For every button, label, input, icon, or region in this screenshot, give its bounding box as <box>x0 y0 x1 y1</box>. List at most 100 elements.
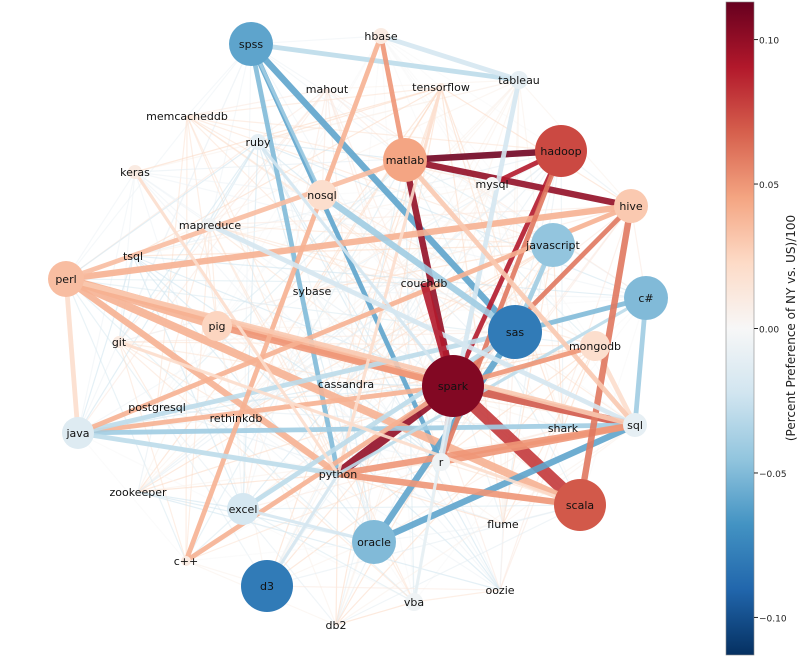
edge-faint <box>242 504 581 510</box>
edge-faint <box>499 523 504 591</box>
node-perl[interactable]: perl <box>48 261 84 297</box>
edge-faint <box>118 341 158 408</box>
node-hbase[interactable]: hbase <box>364 28 398 44</box>
node-circle <box>62 417 94 449</box>
node-mongodb[interactable]: mongodb <box>569 331 621 361</box>
node-oozie[interactable]: oozie <box>485 584 514 597</box>
node-label: shark <box>548 422 579 435</box>
edge-java-python <box>77 430 339 477</box>
node-rethinkdb[interactable]: rethinkdb <box>210 412 263 425</box>
node-circle <box>250 134 266 150</box>
edge-faint <box>118 341 339 475</box>
node-circle <box>554 479 606 531</box>
edge-faint <box>235 183 493 419</box>
node-c#[interactable]: c# <box>624 276 668 320</box>
node-c++[interactable]: c++ <box>174 555 198 568</box>
node-tensorflow[interactable]: tensorflow <box>412 81 470 94</box>
edge-faint <box>321 88 328 196</box>
node-circle <box>485 177 499 191</box>
edge-faint <box>380 35 442 88</box>
edge-faint <box>185 541 375 562</box>
node-keras[interactable]: keras <box>120 165 150 179</box>
colorbar-ticks: 0.100.050.00−0.05−0.10 <box>754 37 787 624</box>
node-cassandra[interactable]: cassandra <box>318 378 374 391</box>
node-label: pig <box>208 320 225 333</box>
node-label: matlab <box>386 154 425 167</box>
node-python[interactable]: python <box>319 468 358 481</box>
edge-perl-scala <box>64 275 582 509</box>
node-mapreduce[interactable]: mapreduce <box>179 218 241 232</box>
node-mysql[interactable]: mysql <box>476 177 509 191</box>
node-matlab[interactable]: matlab <box>383 138 427 182</box>
edge-faint <box>134 171 323 196</box>
node-label: hadoop <box>540 145 581 158</box>
edge-oracle-excel <box>242 507 375 544</box>
edge-python-scala <box>337 470 581 509</box>
node-nosql[interactable]: nosql <box>307 180 337 210</box>
node-oracle[interactable]: oracle <box>352 520 396 564</box>
node-scala[interactable]: scala <box>554 479 606 531</box>
node-hadoop[interactable]: hadoop <box>535 125 587 177</box>
node-shark[interactable]: shark <box>548 422 579 435</box>
edge-faint <box>413 589 501 603</box>
node-circle <box>128 165 142 179</box>
edge-faint <box>560 150 564 429</box>
edge-faint <box>65 278 158 408</box>
edge-faint <box>335 345 596 626</box>
colorbar-label: (Percent Preference of NY vs. US)/100 <box>784 215 798 441</box>
node-circle <box>241 560 293 612</box>
node-postgresql[interactable]: postgresql <box>128 401 186 414</box>
node-excel[interactable]: excel <box>227 493 259 525</box>
node-label: perl <box>55 273 76 286</box>
node-db2[interactable]: db2 <box>326 619 347 632</box>
node-javascript[interactable]: javascript <box>525 223 581 267</box>
node-spss[interactable]: spss <box>229 22 273 66</box>
edge-faint <box>185 115 188 562</box>
node-pig[interactable]: pig <box>202 311 232 341</box>
node-circle <box>307 180 337 210</box>
node-vba[interactable]: vba <box>404 593 424 611</box>
node-mahout[interactable]: mahout <box>306 83 349 96</box>
node-tsql[interactable]: tsql <box>123 250 143 263</box>
edge-faint <box>335 601 415 626</box>
node-tableau[interactable]: tableau <box>498 71 540 89</box>
edge-matlab-hadoop <box>404 147 562 164</box>
node-sql[interactable]: sql <box>623 413 647 437</box>
node-label: ruby <box>246 136 271 149</box>
node-ruby[interactable]: ruby <box>246 134 271 150</box>
edge-faint <box>502 424 636 525</box>
node-label: sybase <box>293 285 332 298</box>
edge-spark-java <box>77 383 454 436</box>
node-d3[interactable]: d3 <box>241 560 293 612</box>
edge-c++-nosql <box>183 194 325 562</box>
node-git[interactable]: git <box>112 336 127 349</box>
node-label: r <box>439 456 444 469</box>
node-sybase[interactable]: sybase <box>293 285 332 298</box>
node-circle <box>405 593 423 611</box>
node-label: flume <box>487 518 519 531</box>
node-label: couchdb <box>401 277 448 290</box>
node-memcacheddb[interactable]: memcacheddb <box>146 110 228 123</box>
edge-faint <box>216 35 382 327</box>
edge-faint <box>242 43 252 510</box>
node-couchdb[interactable]: couchdb <box>401 277 448 290</box>
edge-faint <box>137 244 554 493</box>
node-flume[interactable]: flume <box>487 518 519 531</box>
edge-faint <box>216 325 337 626</box>
node-spark[interactable]: spark <box>422 355 484 417</box>
node-hive[interactable]: hive <box>614 189 648 223</box>
edge-faint <box>186 86 442 117</box>
node-circle <box>352 520 396 564</box>
edge-perl-matlab <box>65 157 406 282</box>
node-zookeeper[interactable]: zookeeper <box>109 486 166 499</box>
node-label: spark <box>438 380 469 393</box>
node-java[interactable]: java <box>62 417 94 449</box>
node-sas[interactable]: sas <box>488 305 542 359</box>
node-label: tableau <box>498 74 540 87</box>
node-circle <box>203 218 217 232</box>
edge-faint <box>499 427 564 591</box>
node-r[interactable]: r <box>432 453 450 471</box>
edge-faint <box>65 278 425 284</box>
edge-nosql-sas <box>320 192 517 335</box>
edge-matlab-sql <box>403 158 637 427</box>
